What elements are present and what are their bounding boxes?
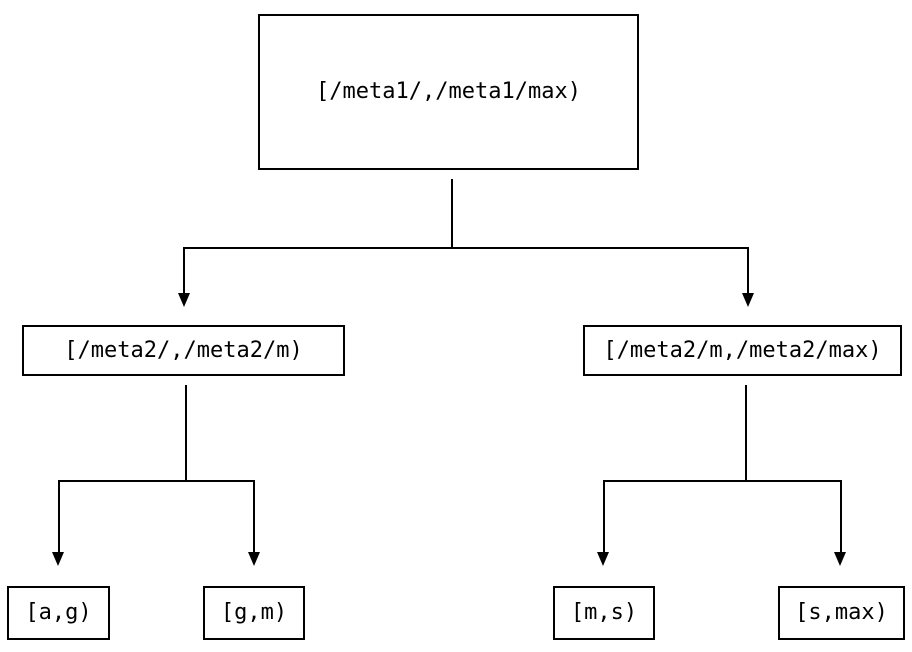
connector-right-drop-left: [603, 480, 605, 552]
arrowhead-down-icon: [52, 552, 64, 566]
connector-right-stem: [745, 385, 747, 482]
arrowhead-down-icon: [248, 552, 260, 566]
tree-node-meta2-right: [/meta2/m,/meta2/max): [583, 325, 902, 376]
tree-leaf-m-s-label: [m,s): [570, 600, 638, 625]
tree-node-meta2-left: [/meta2/,/meta2/m): [22, 325, 345, 376]
tree-node-meta2-left-label: [/meta2/,/meta2/m): [64, 337, 303, 363]
connector-left-rail: [58, 480, 255, 482]
tree-leaf-s-max: [s,max): [778, 586, 905, 640]
arrowhead-down-icon: [834, 552, 846, 566]
tree-leaf-a-g: [a,g): [7, 586, 110, 640]
tree-node-root: [/meta1/,/meta1/max): [258, 14, 639, 170]
connector-root-drop-left: [183, 247, 185, 293]
arrowhead-down-icon: [742, 293, 754, 307]
tree-leaf-a-g-label: [a,g): [25, 600, 92, 625]
connector-root-rail: [184, 247, 749, 249]
connector-left-stem: [185, 385, 187, 482]
arrowhead-down-icon: [597, 552, 609, 566]
tree-leaf-g-m: [g,m): [203, 586, 305, 640]
connector-root-stem: [451, 179, 453, 249]
tree-leaf-s-max-label: [s,max): [795, 600, 888, 625]
connector-root-drop-right: [747, 247, 749, 293]
connector-left-drop-left: [58, 480, 60, 552]
tree-leaf-m-s: [m,s): [553, 586, 655, 640]
connector-right-drop-right: [840, 480, 842, 552]
tree-node-root-label: [/meta1/,/meta1/max): [316, 79, 581, 104]
connector-left-drop-right: [253, 480, 255, 552]
connector-right-rail: [603, 480, 842, 482]
arrowhead-down-icon: [178, 293, 190, 307]
tree-node-meta2-right-label: [/meta2/m,/meta2/max): [603, 337, 882, 363]
tree-leaf-g-m-label: [g,m): [220, 600, 288, 625]
